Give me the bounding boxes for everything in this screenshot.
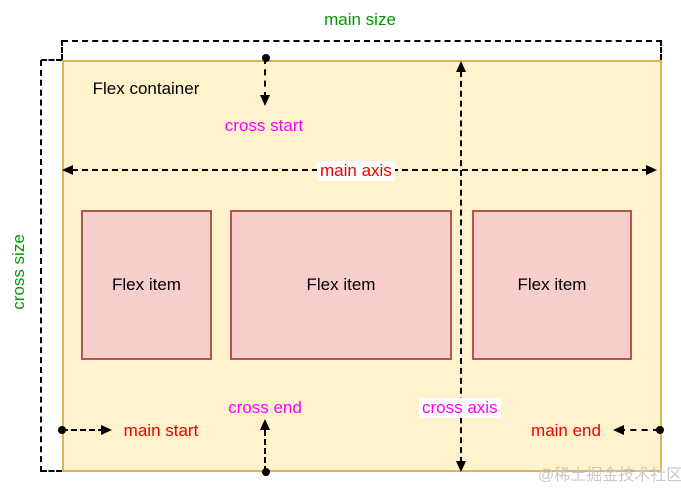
cross-end-line (264, 430, 266, 472)
main-start-line (62, 429, 104, 431)
flex-item-label: Flex item (306, 275, 376, 294)
cross-size-label: cross size (9, 234, 28, 310)
flex-item-label: Flex item (517, 275, 587, 294)
main-end-line (619, 429, 659, 431)
main-start-label: main start (123, 421, 199, 440)
flex-container-label: Flex container (92, 79, 200, 98)
flex-item-box: Flex item (81, 210, 212, 360)
arrowhead-down-icon (260, 95, 270, 106)
cross-start-dot (262, 54, 270, 62)
cross-start-label: cross start (224, 116, 304, 135)
arrowhead-right-icon (101, 425, 112, 435)
cross-end-dot (262, 468, 270, 476)
main-size-measure-line (62, 40, 662, 42)
cross-axis-label: cross axis (419, 398, 501, 418)
arrowhead-right-icon (646, 165, 657, 175)
arrowhead-down-icon (456, 461, 466, 472)
cross-axis-line (460, 71, 462, 463)
main-size-measure-right-tick (660, 40, 662, 60)
cross-size-measure-top-tick (41, 59, 62, 61)
flex-item-box: Flex item (230, 210, 452, 360)
cross-size-measure-bottom-tick (41, 470, 62, 472)
main-end-dot (656, 426, 664, 434)
main-size-measure-left-tick (61, 40, 63, 60)
flex-item-box: Flex item (472, 210, 632, 360)
cross-size-measure-line (40, 60, 42, 472)
cross-start-line (264, 58, 266, 98)
main-size-label: main size (324, 10, 396, 29)
flex-item-label: Flex item (112, 275, 181, 294)
arrowhead-left-icon (613, 425, 624, 435)
arrowhead-up-icon (456, 61, 466, 72)
arrowhead-left-icon (62, 165, 73, 175)
arrowhead-up-icon (260, 419, 270, 430)
watermark-text: @稀土掘金技术社区 (538, 467, 681, 484)
main-axis-label: main axis (317, 161, 395, 181)
main-end-label: main end (531, 421, 601, 440)
cross-end-label: cross end (228, 398, 302, 417)
